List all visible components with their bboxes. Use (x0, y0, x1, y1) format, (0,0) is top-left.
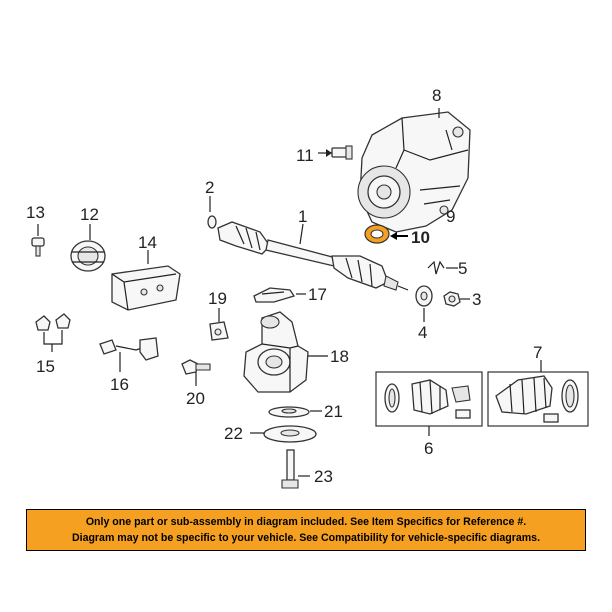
callout-9: 9 (446, 207, 455, 226)
callout-21: 21 (324, 402, 343, 421)
callout-1: 1 (298, 207, 307, 226)
callout-20: 20 (186, 389, 205, 408)
pin-5 (427, 260, 458, 275)
callout-7: 7 (533, 343, 542, 362)
clip-17 (253, 287, 306, 303)
clips-15 (35, 313, 71, 352)
callout-11: 11 (296, 146, 314, 165)
callout-14: 14 (138, 233, 157, 252)
washer-21 (268, 406, 322, 418)
boot-kit-6 (375, 371, 483, 436)
bolt-23 (281, 449, 310, 489)
callout-22: 22 (224, 424, 243, 443)
clip-19 (209, 308, 229, 341)
callout-8: 8 (432, 86, 441, 105)
callout-1-leader (299, 223, 304, 245)
callout-10: 10 (411, 228, 430, 247)
callout-16: 16 (110, 375, 129, 394)
callout-4: 4 (418, 323, 427, 342)
nut-3 (443, 291, 470, 307)
callout-12: 12 (80, 205, 99, 224)
bolt-20 (181, 359, 211, 386)
callout-13: 13 (26, 203, 45, 222)
bracket-14 (111, 250, 181, 311)
callout-19: 19 (208, 289, 227, 308)
differential-housing (357, 111, 471, 233)
bolt-11 (318, 145, 353, 160)
callout-6: 6 (424, 439, 433, 458)
seal-10 (364, 224, 408, 244)
callout-15: 15 (36, 357, 55, 376)
callout-3: 3 (472, 290, 481, 309)
clip-2 (207, 196, 217, 229)
disclaimer-line-1: Only one part or sub-assembly in diagram… (85, 516, 527, 528)
plate-22 (250, 425, 317, 443)
bolt-13 (31, 224, 45, 257)
disclaimer-line-2: Diagram may not be specific to your vehi… (71, 532, 541, 544)
callout-23: 23 (314, 467, 333, 486)
callout-5: 5 (458, 259, 467, 278)
nut-4 (415, 285, 433, 322)
boot-kit-7 (487, 360, 589, 427)
callout-17: 17 (308, 285, 327, 304)
disclaimer-banner: Only one part or sub-assembly in diagram… (26, 509, 586, 551)
axle-shaft-1 (217, 221, 409, 291)
callout-2: 2 (205, 178, 214, 197)
callout-18: 18 (330, 347, 349, 366)
bushing-12 (70, 224, 106, 272)
bracket-16 (99, 337, 159, 372)
mount-18 (243, 311, 328, 393)
